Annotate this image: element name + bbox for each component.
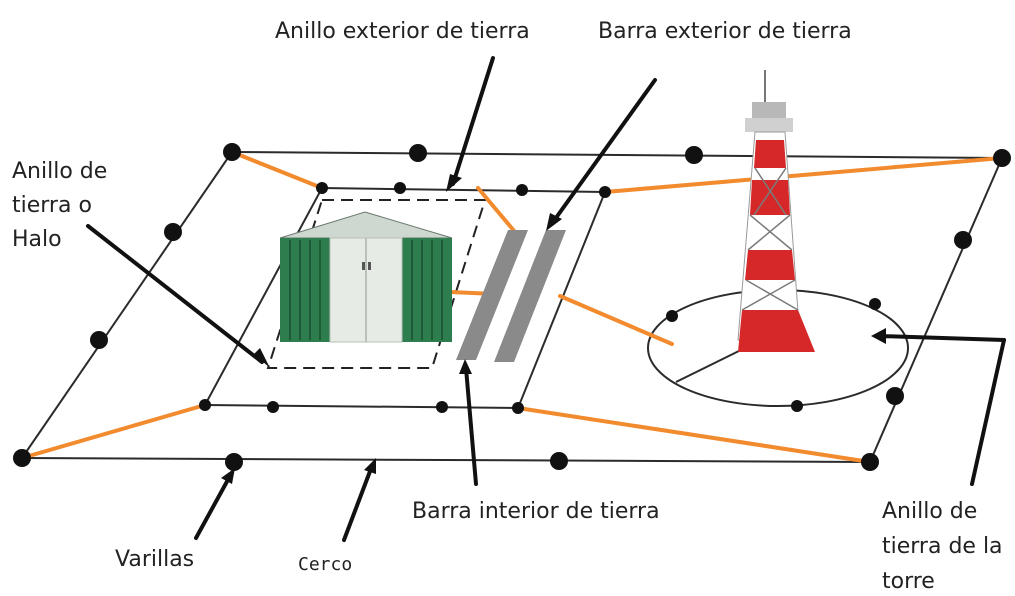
- ground-rod: [791, 400, 803, 412]
- label-inner-ground-bar: Barra interior de tierra: [412, 499, 660, 524]
- equipment-shelter-icon: [279, 211, 453, 343]
- ground-rod: [409, 144, 427, 162]
- labels: Anillo exterior de tierra Barra exterior…: [12, 19, 1003, 594]
- label-tower-ring-line-2: tierra de la: [882, 534, 1003, 559]
- ground-rod: [550, 452, 568, 470]
- label-tower-ring-line-1: Anillo de: [882, 499, 977, 524]
- ground-rods: [13, 143, 1011, 471]
- ground-rod: [267, 401, 279, 413]
- ground-rod: [954, 231, 972, 249]
- bonding-conductors: [20, 150, 1004, 464]
- label-outer-ground-bar: Barra exterior de tierra: [598, 19, 852, 44]
- ground-rod: [685, 146, 703, 164]
- ground-rod: [516, 184, 528, 196]
- ground-bars: [456, 230, 566, 362]
- ground-rod: [861, 453, 879, 471]
- pointer-arrows: [86, 56, 1006, 542]
- ground-rod: [512, 402, 524, 414]
- telecom-tower-icon: [737, 70, 815, 352]
- ground-rod: [225, 453, 243, 471]
- ground-rod: [869, 298, 881, 310]
- label-halo-line-3: Halo: [12, 227, 62, 252]
- ground-rod: [199, 399, 211, 411]
- ground-rod: [993, 149, 1011, 167]
- ground-rod: [223, 143, 241, 161]
- label-outer-ground-ring: Anillo exterior de tierra: [275, 19, 530, 44]
- ground-rod: [90, 331, 108, 349]
- outer-ground-ring: [204, 187, 606, 409]
- fence: [21, 151, 1003, 463]
- label-ground-rods: Varillas: [115, 547, 194, 572]
- ground-rod: [394, 182, 406, 194]
- label-fence: Cerco: [298, 554, 352, 575]
- ground-rod: [886, 387, 904, 405]
- ground-rod: [316, 182, 328, 194]
- ground-rod: [436, 401, 448, 413]
- label-halo-line-1: Anillo de: [12, 159, 107, 184]
- label-halo-line-2: tierra o: [12, 193, 92, 218]
- ground-rod: [599, 186, 611, 198]
- ground-rod: [164, 223, 182, 241]
- ground-rod: [666, 310, 678, 322]
- outer-ground-bar: [494, 230, 566, 362]
- ground-rod: [13, 449, 31, 467]
- label-tower-ring-line-3: torre: [882, 569, 935, 594]
- inner-ground-bar: [456, 230, 528, 360]
